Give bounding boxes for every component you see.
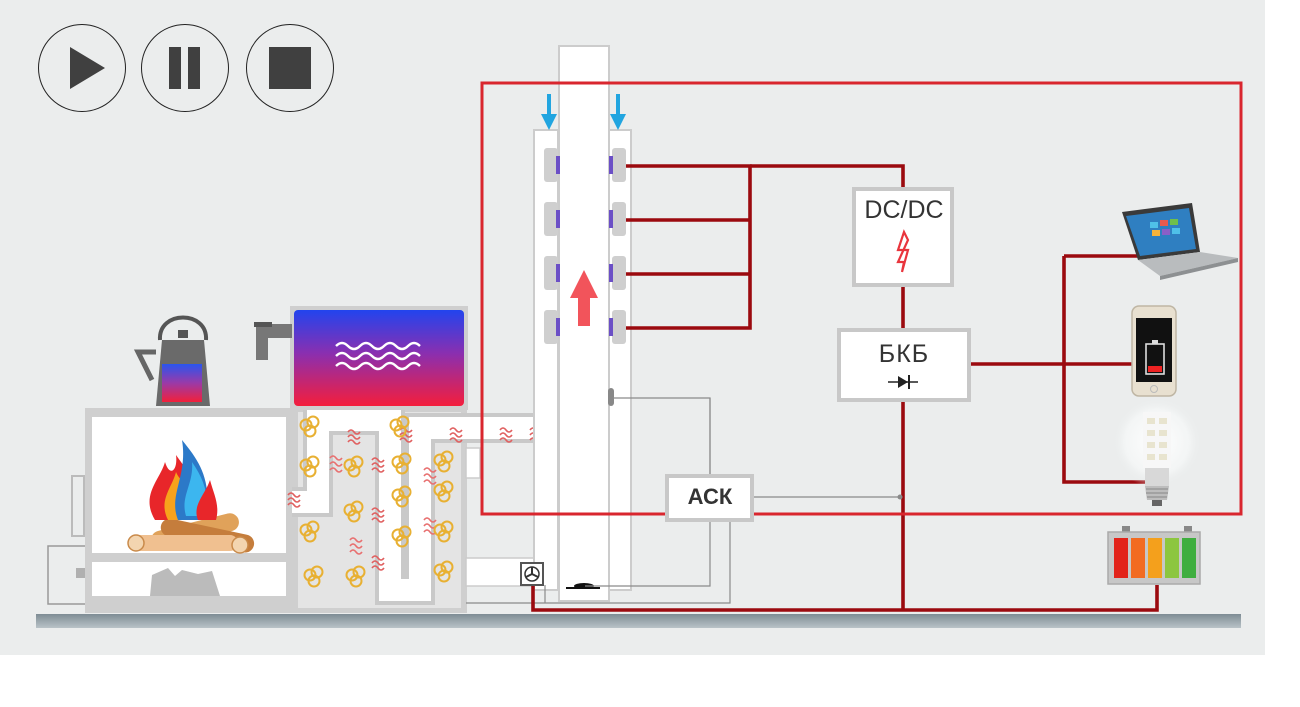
light-bulb-icon bbox=[1111, 396, 1203, 506]
ask-label: АСК bbox=[687, 484, 733, 509]
thermoelectric-modules bbox=[544, 148, 626, 344]
automatic-control-unit bbox=[665, 474, 754, 522]
tap bbox=[256, 324, 292, 338]
kettle bbox=[133, 315, 210, 406]
battery-cell-5 bbox=[1182, 538, 1196, 578]
battery-cell-2 bbox=[1131, 538, 1145, 578]
generator-circuit-outline bbox=[480, 81, 1243, 516]
firewood bbox=[127, 513, 255, 554]
stove bbox=[47, 408, 295, 613]
battery-cell-4 bbox=[1165, 538, 1179, 578]
chimney bbox=[533, 45, 632, 602]
fire-flames bbox=[149, 440, 218, 520]
laptop-icon bbox=[1122, 203, 1238, 280]
heat-exchanger bbox=[254, 306, 580, 613]
damper-icon bbox=[574, 583, 594, 589]
smartphone-icon bbox=[1131, 305, 1177, 397]
floor bbox=[36, 614, 1241, 628]
battery-control-unit bbox=[837, 328, 971, 402]
play-icon bbox=[70, 47, 105, 89]
temperature-sensor bbox=[608, 388, 614, 406]
water-waves bbox=[335, 341, 421, 371]
hot-draught-arrow bbox=[570, 270, 598, 326]
pause-button[interactable] bbox=[141, 24, 229, 112]
dc-dc-label: DC/DC bbox=[864, 196, 944, 224]
play-button[interactable] bbox=[38, 24, 126, 112]
stop-icon bbox=[269, 47, 311, 89]
battery-cell-3 bbox=[1148, 538, 1162, 578]
cold-air-arrows bbox=[541, 94, 626, 130]
pause-icon bbox=[169, 47, 200, 89]
battery-cell-1 bbox=[1114, 538, 1128, 578]
power-wires bbox=[531, 164, 1159, 612]
dc-dc-converter bbox=[852, 187, 954, 287]
battery-icon bbox=[1107, 526, 1201, 585]
bkb-label: БКБ bbox=[878, 340, 930, 368]
fan-icon bbox=[520, 562, 544, 586]
stop-button[interactable] bbox=[246, 24, 334, 112]
